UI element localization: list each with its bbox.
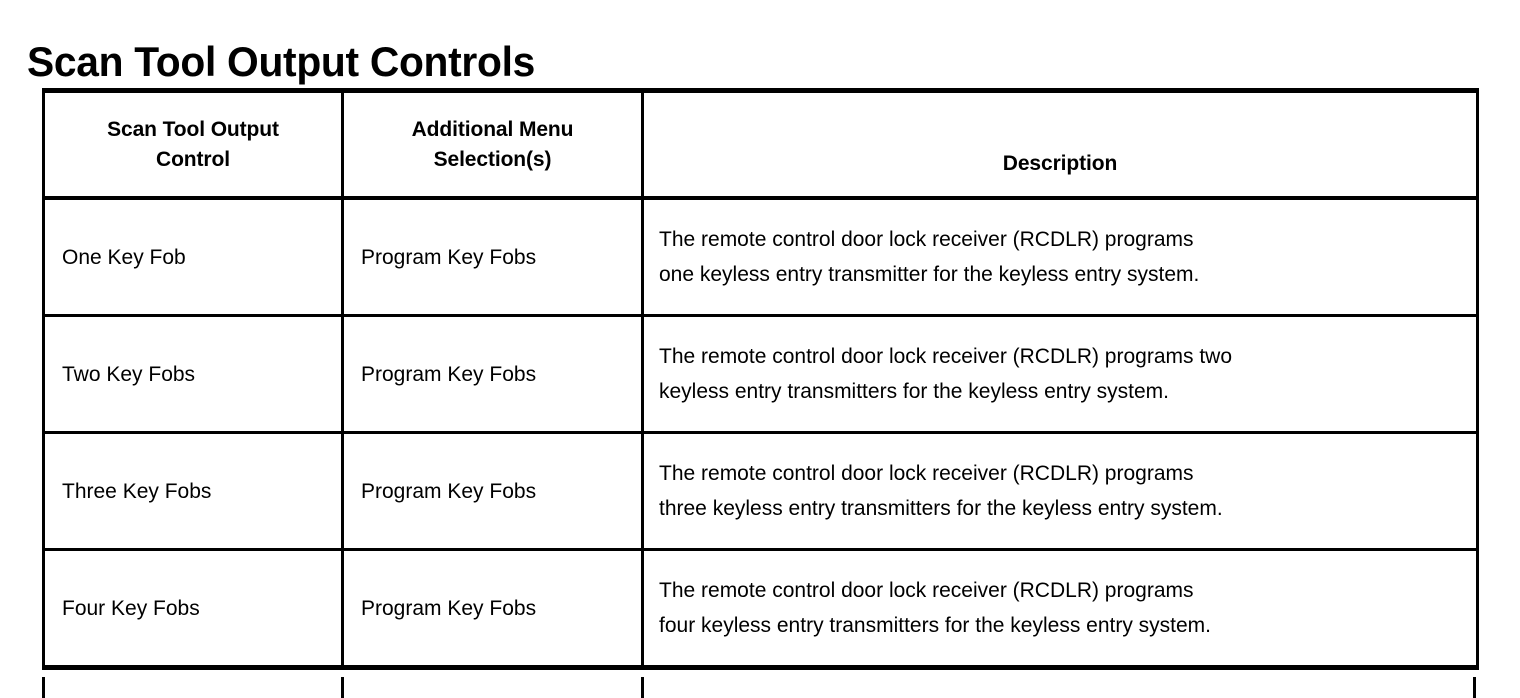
partial-row-border-left bbox=[42, 677, 45, 698]
column-header-menu-line1: Additional Menu bbox=[411, 117, 574, 141]
cell-description-line2: four keyless entry transmitters for the … bbox=[659, 614, 1212, 637]
column-header-description-line1: Description bbox=[1002, 151, 1118, 175]
cell-description: The remote control door lock receiver (R… bbox=[641, 196, 1479, 317]
partial-row-divider-two bbox=[641, 677, 644, 698]
cell-description-line1: The remote control door lock receiver (R… bbox=[659, 345, 1233, 368]
cell-menu-selection: Program Key Fobs bbox=[341, 431, 644, 551]
cell-control: One Key Fob bbox=[42, 196, 344, 317]
cell-description-line1: The remote control door lock receiver (R… bbox=[659, 228, 1194, 251]
scan-tool-output-controls-table-wrapper: Scan Tool Output Control Additional Menu… bbox=[42, 88, 1479, 670]
cell-description-line2: three keyless entry transmitters for the… bbox=[659, 497, 1223, 520]
cell-control: Four Key Fobs bbox=[42, 548, 344, 670]
cell-description-text: The remote control door lock receiver (R… bbox=[644, 339, 1476, 409]
table-next-row-partial bbox=[42, 677, 1476, 698]
column-header-scan-tool-output-control: Scan Tool Output Control bbox=[42, 88, 344, 200]
cell-description-line2: one keyless entry transmitter for the ke… bbox=[659, 263, 1200, 286]
column-header-menu-inner: Additional Menu Selection(s) bbox=[344, 115, 641, 175]
cell-description-line2: keyless entry transmitters for the keyle… bbox=[659, 380, 1169, 403]
cell-menu-text: Program Key Fobs bbox=[361, 362, 537, 386]
cell-description-text: The remote control door lock receiver (R… bbox=[644, 222, 1476, 292]
cell-menu-selection: Program Key Fobs bbox=[341, 314, 644, 434]
cell-menu-text: Program Key Fobs bbox=[361, 596, 537, 620]
cell-description: The remote control door lock receiver (R… bbox=[641, 314, 1479, 434]
column-header-description-inner: Description bbox=[644, 149, 1476, 179]
cell-control: Two Key Fobs bbox=[42, 314, 344, 434]
partial-row-divider-one bbox=[341, 677, 344, 698]
scan-tool-output-controls-table: Scan Tool Output Control Additional Menu… bbox=[42, 88, 1479, 670]
cell-control-text: One Key Fob bbox=[62, 245, 186, 269]
table-row: One Key Fob Program Key Fobs The remote … bbox=[42, 196, 1479, 317]
page-title: Scan Tool Output Controls bbox=[27, 38, 535, 86]
cell-control: Three Key Fobs bbox=[42, 431, 344, 551]
cell-control-text: Four Key Fobs bbox=[62, 596, 200, 620]
table-row: Two Key Fobs Program Key Fobs The remote… bbox=[42, 314, 1479, 434]
cell-description-text: The remote control door lock receiver (R… bbox=[644, 456, 1476, 526]
cell-description: The remote control door lock receiver (R… bbox=[641, 548, 1479, 670]
cell-description-text: The remote control door lock receiver (R… bbox=[644, 573, 1476, 643]
table-body: One Key Fob Program Key Fobs The remote … bbox=[42, 196, 1479, 670]
table-header-row: Scan Tool Output Control Additional Menu… bbox=[42, 88, 1479, 200]
table-row: Three Key Fobs Program Key Fobs The remo… bbox=[42, 431, 1479, 551]
partial-row-border-right bbox=[1473, 677, 1476, 698]
column-header-additional-menu-selections: Additional Menu Selection(s) bbox=[341, 88, 644, 200]
cell-description: The remote control door lock receiver (R… bbox=[641, 431, 1479, 551]
table-header: Scan Tool Output Control Additional Menu… bbox=[42, 88, 1479, 200]
column-header-control-line2: Control bbox=[156, 147, 230, 171]
cell-control-text: Two Key Fobs bbox=[62, 362, 196, 386]
cell-menu-text: Program Key Fobs bbox=[361, 245, 537, 269]
column-header-control-line1: Scan Tool Output bbox=[107, 117, 279, 141]
cell-description-line1: The remote control door lock receiver (R… bbox=[659, 579, 1194, 602]
column-header-control-inner: Scan Tool Output Control bbox=[45, 115, 341, 175]
table-row: Four Key Fobs Program Key Fobs The remot… bbox=[42, 548, 1479, 670]
column-header-description: Description bbox=[641, 88, 1479, 200]
cell-description-line1: The remote control door lock receiver (R… bbox=[659, 462, 1194, 485]
column-header-menu-line2: Selection(s) bbox=[433, 147, 552, 171]
cell-menu-selection: Program Key Fobs bbox=[341, 196, 644, 317]
cell-menu-text: Program Key Fobs bbox=[361, 479, 537, 503]
cell-control-text: Three Key Fobs bbox=[62, 479, 212, 503]
cell-menu-selection: Program Key Fobs bbox=[341, 548, 644, 670]
